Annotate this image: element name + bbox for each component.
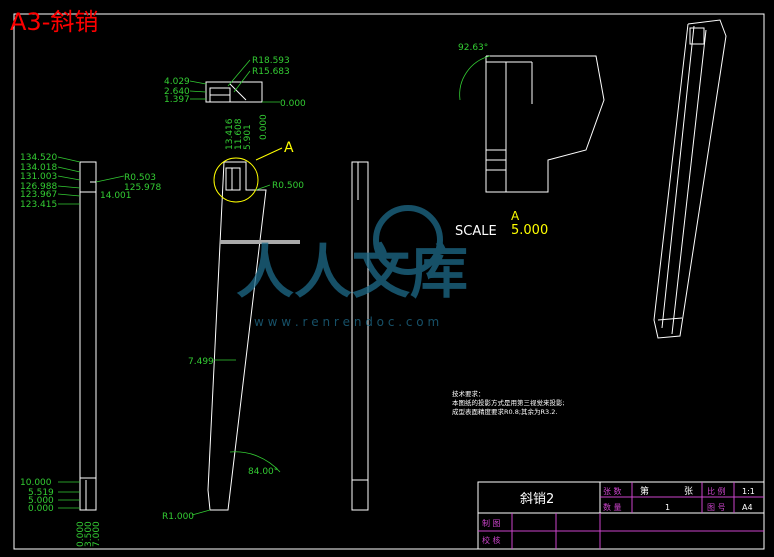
- qty-label: 数 量: [603, 502, 622, 512]
- dim-134-018: 134.018: [20, 163, 57, 173]
- dim-5-901: 5.901: [243, 124, 253, 150]
- drawn-label: 制 图: [482, 518, 501, 528]
- main-view-notes-small: [220, 240, 300, 244]
- side-view-left: [79, 161, 97, 511]
- side-view-right: [351, 161, 369, 511]
- drawing-no-value: A4: [742, 503, 753, 512]
- dim-v-0-000: 0.000: [76, 521, 86, 547]
- main-view-dimlines: [191, 184, 281, 516]
- dim-r0-503: R0.503: [124, 173, 156, 183]
- side-view-left-dims: 134.520 134.018 131.003 126.988 123.967 …: [20, 153, 161, 514]
- dim-123-415: 123.415: [20, 200, 57, 210]
- detail-view: [485, 55, 605, 193]
- dim-r18-593: R18.593: [252, 56, 290, 66]
- angle-arc: [459, 55, 491, 101]
- main-view: [207, 161, 267, 511]
- side-view-left-dimlines: [57, 156, 125, 509]
- dim-5-000: 5.000: [28, 496, 54, 506]
- dim-134-520: 134.520: [20, 153, 57, 163]
- bottom-vert-dims: 0.000 3.500 7.000: [76, 521, 102, 547]
- scale-label: SCALE: [455, 224, 497, 239]
- isometric-view: [653, 19, 727, 339]
- part-name: 斜销2: [520, 492, 554, 507]
- detail-leader: [255, 147, 283, 161]
- dim-123-967: 123.967: [20, 190, 57, 200]
- dim-2-640: 2.640: [164, 87, 190, 97]
- sheet-border: [13, 13, 765, 550]
- sheet-title: A3-斜销: [10, 8, 98, 36]
- dim-r0-500: R0.500: [272, 181, 304, 191]
- page-unit: 张: [684, 486, 693, 497]
- dim-7-499: 7.499: [188, 357, 214, 367]
- notes-line1: 本图纸的投影方式是用第三视觉来投影;: [452, 398, 565, 407]
- watermark-logo-icon: [373, 205, 443, 275]
- dim-v-7-000: 7.000: [92, 521, 102, 547]
- top-view-dims: 4.029 2.640 1.397 R18.593 R15.683 0.000 …: [164, 56, 306, 150]
- dim-0-000: 0.000: [28, 504, 54, 514]
- dim-4-029: 4.029: [164, 77, 190, 87]
- watermark-text: 人人文库: [236, 238, 468, 306]
- dim-0-000-vert: 0.000: [259, 114, 269, 140]
- dim-125-978: 125.978: [124, 183, 161, 193]
- dim-v-3-500: 3.500: [84, 521, 94, 547]
- dim-10-000: 10.000: [20, 478, 52, 488]
- technical-notes: 技术要求： 本图纸的投影方式是用第三视觉来投影; 成型表面精度要求R0.8;其余…: [452, 389, 565, 416]
- notes-line2: 成型表面精度要求R0.8;其余为R3.2.: [452, 407, 557, 416]
- dim-5-519: 5.519: [28, 488, 54, 498]
- detail-circle: [213, 157, 259, 203]
- drawing-no-label: 图 号: [707, 503, 726, 512]
- checked-label: 校 核: [482, 535, 501, 545]
- scale-title-value: 1:1: [742, 487, 755, 496]
- top-view-dimlines: [189, 59, 280, 103]
- qty-value: 1: [665, 503, 670, 512]
- dim-11-608: 11.608: [234, 118, 244, 150]
- dim-14-001: 14.001: [100, 191, 132, 201]
- dim-13-416: 13.416: [225, 118, 235, 150]
- watermark: 人人文库 w w w . r e n r e n d o c . c o m: [236, 205, 468, 329]
- dim-0-000-top: 0.000: [280, 99, 306, 109]
- scale-letter: A: [511, 209, 520, 223]
- title-block-text: 斜销2 张 数 第 张 比 例 1:1 数 量 1 图 号 A4 制 图 校 核: [482, 485, 755, 545]
- dim-r15-683: R15.683: [252, 67, 290, 77]
- sheets-label: 张 数: [603, 486, 622, 496]
- scale-title-label: 比 例: [707, 486, 726, 496]
- dim-r1-000: R1.000: [162, 512, 194, 522]
- dim-84-00: 84.00°: [248, 467, 278, 477]
- title-block: [477, 481, 765, 550]
- dim-126-988: 126.988: [20, 182, 57, 192]
- detail-label: A: [284, 140, 294, 156]
- main-view-dims: R0.500 7.499 84.00° R1.000: [162, 181, 304, 522]
- dim-1-397: 1.397: [164, 95, 190, 105]
- page-label: 第: [640, 485, 649, 497]
- angle-top: 92.63°: [458, 43, 488, 53]
- scale-value: 5.000: [511, 223, 548, 238]
- watermark-url: w w w . r e n r e n d o c . c o m: [254, 315, 439, 329]
- dim-131-003: 131.003: [20, 172, 57, 182]
- notes-heading: 技术要求：: [452, 389, 485, 398]
